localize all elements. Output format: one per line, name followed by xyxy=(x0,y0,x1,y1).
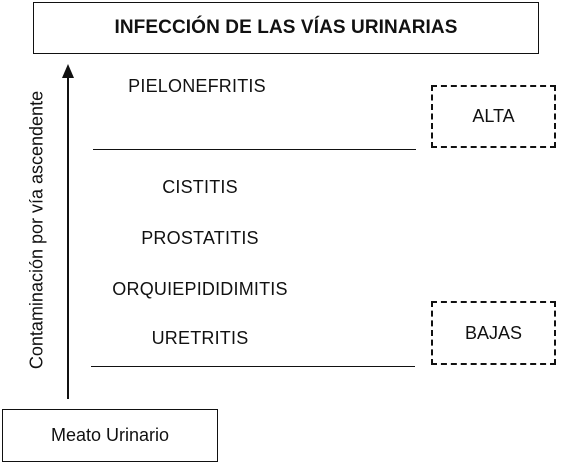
level-bajas-box: BAJAS xyxy=(431,301,556,365)
ascending-arrow xyxy=(54,62,82,400)
condition-pielonefritis: PIELONEFRITIS xyxy=(128,76,266,96)
divider-lower xyxy=(91,366,415,367)
side-label: Contaminación por vía ascendente xyxy=(26,90,47,370)
meato-urinario-box: Meato Urinario xyxy=(2,409,218,462)
condition-cistitis: CISTITIS xyxy=(162,177,238,197)
condition-uretritis: URETRITIS xyxy=(151,328,249,348)
level-alta-box: ALTA xyxy=(431,85,556,148)
arrow-up-icon xyxy=(62,64,74,399)
divider-upper xyxy=(93,149,416,150)
condition-prostatitis: PROSTATITIS xyxy=(141,228,259,248)
condition-orquiepididimitis: ORQUIEPIDIDIMITIS xyxy=(112,279,288,299)
diagram-title: INFECCIÓN DE LAS VÍAS URINARIAS xyxy=(33,2,539,54)
